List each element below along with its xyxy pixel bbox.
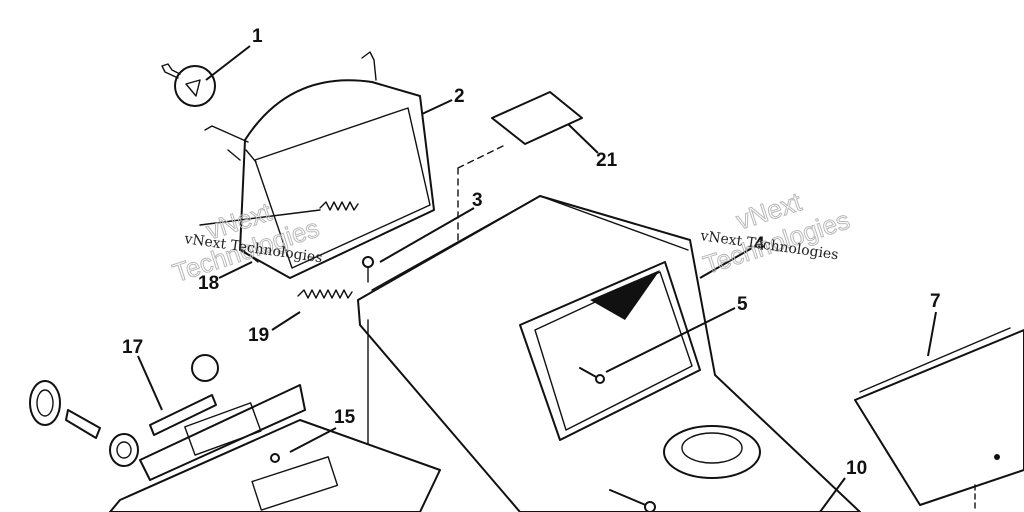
switch-panel (109, 354, 441, 512)
cover-panel (854, 327, 1024, 512)
callout-1: 1 (252, 26, 263, 47)
headlight-housing (204, 51, 435, 279)
callout-4: 4 (754, 234, 765, 255)
screw-part-3 (362, 256, 374, 283)
watermark-right: vNext Technologies (699, 186, 854, 281)
key-switch-part (29, 380, 280, 467)
callout-15: 15 (334, 407, 356, 428)
spring-part-18 (199, 201, 359, 226)
callout-labels: 1 2 3 4 5 7 10 15 17 18 19 21 (122, 26, 941, 479)
screw-part-10 (609, 489, 656, 512)
callout-18: 18 (198, 273, 219, 294)
screw-part-5 (579, 367, 605, 384)
callout-5: 5 (737, 294, 748, 315)
callout-3: 3 (472, 190, 483, 211)
bulb-part (161, 63, 216, 107)
callout-17: 17 (122, 337, 143, 358)
decal-part (491, 91, 583, 145)
console-housing (357, 195, 861, 512)
leader-lines (137, 45, 937, 512)
callout-10: 10 (846, 458, 867, 479)
callout-2: 2 (454, 86, 465, 107)
callout-7: 7 (930, 291, 941, 312)
callout-19: 19 (248, 325, 269, 346)
callout-21: 21 (596, 150, 618, 171)
spring-part-19 (297, 289, 353, 299)
